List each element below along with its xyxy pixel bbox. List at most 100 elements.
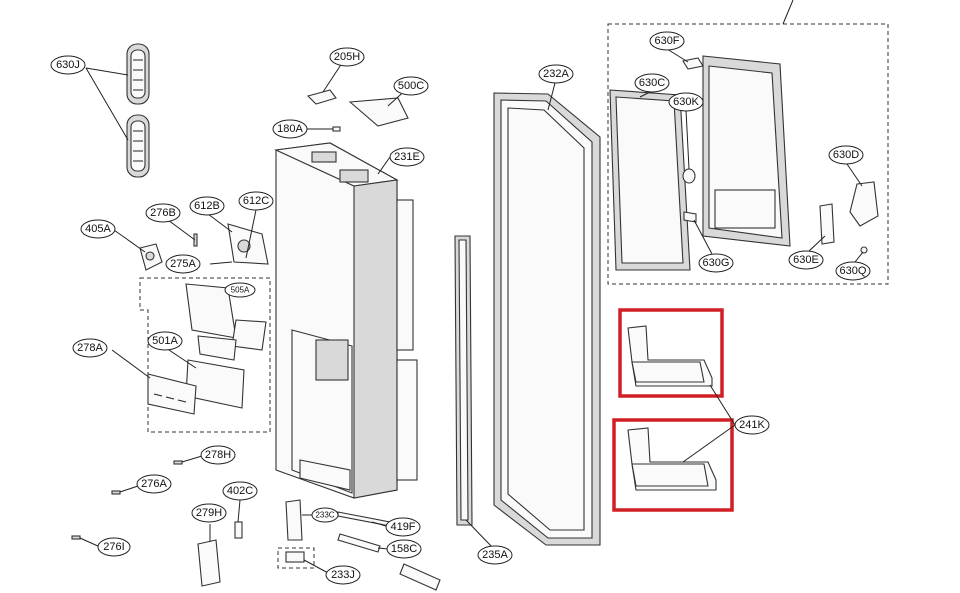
- svg-text:630F: 630F: [654, 35, 679, 47]
- callout-630K: 630K: [668, 92, 704, 112]
- door-handle-top: [126, 43, 150, 105]
- svg-text:402C: 402C: [227, 485, 253, 497]
- callout-630E: 630E: [788, 250, 824, 270]
- callout-279H: 279H: [191, 503, 227, 523]
- strip-bottom: [399, 563, 441, 591]
- dispenser-lever: [231, 319, 267, 351]
- clip-402c: [234, 521, 243, 539]
- callout-276B: 276B: [145, 203, 181, 223]
- callout-158C: 158C: [386, 539, 422, 559]
- svg-text:630Q: 630Q: [840, 265, 867, 277]
- svg-text:405A: 405A: [85, 223, 111, 235]
- part-233c: [285, 499, 303, 541]
- svg-text:278H: 278H: [205, 449, 231, 461]
- door-handle-bottom: [126, 114, 150, 178]
- cover-205h: [306, 89, 337, 105]
- svg-text:419F: 419F: [390, 521, 415, 533]
- svg-text:630G: 630G: [703, 257, 730, 269]
- callout-630Q: 630Q: [835, 261, 871, 281]
- highlight-box-top: [618, 308, 724, 398]
- clip-630g: [683, 211, 697, 223]
- svg-text:276A: 276A: [141, 478, 167, 490]
- pin-276i: [71, 535, 81, 540]
- callout-278H: 278H: [200, 445, 236, 465]
- callout-405A: 405A: [80, 219, 116, 239]
- callout-630F: 630F: [649, 31, 685, 51]
- callout-276I: 276I: [97, 537, 131, 557]
- callout-612B: 612B: [189, 196, 225, 216]
- svg-text:180A: 180A: [277, 123, 303, 135]
- bracket-630e: [819, 203, 835, 245]
- door-bin-top: [627, 325, 713, 387]
- svg-text:278A: 278A: [77, 342, 103, 354]
- callout-419F: 419F: [385, 517, 421, 537]
- svg-text:276I: 276I: [103, 541, 124, 553]
- door-liner-frame: [609, 89, 691, 271]
- callout-276A: 276A: [136, 474, 172, 494]
- svg-text:241K: 241K: [739, 419, 765, 431]
- strip-158c: [337, 533, 381, 553]
- vertical-strip: [454, 235, 473, 526]
- main-door-assembly: [274, 142, 418, 499]
- callout-241K: 241K: [734, 415, 770, 435]
- svg-text:630E: 630E: [793, 254, 819, 266]
- display-278a: [147, 373, 197, 415]
- part-405a: [139, 243, 163, 271]
- callout-630G: 630G: [698, 253, 734, 273]
- door-liner-panel: [702, 55, 791, 247]
- callout-501A: 501A: [147, 331, 183, 351]
- callout-630J: 630J: [50, 55, 86, 75]
- svg-text:232A: 232A: [543, 68, 569, 80]
- pin-276a: [111, 490, 121, 495]
- callout-402C: 402C: [222, 481, 258, 501]
- svg-text:630C: 630C: [639, 77, 665, 89]
- dispenser-group-box: [139, 277, 271, 433]
- callout-275A: 275A: [165, 254, 201, 274]
- screw-630q: [860, 246, 868, 254]
- clip-630f: [682, 57, 704, 70]
- svg-text:630K: 630K: [673, 96, 699, 108]
- svg-text:158C: 158C: [391, 543, 417, 555]
- callout-233C: 233C: [311, 507, 339, 523]
- door-gasket: [493, 92, 601, 546]
- door-bin-bottom: [627, 427, 717, 491]
- pin-278h: [173, 460, 183, 465]
- door-liner-group-box: [607, 23, 889, 285]
- clip-180a: [332, 126, 341, 132]
- svg-text:276B: 276B: [150, 207, 176, 219]
- strip-419f: [337, 511, 391, 527]
- part-612b: [227, 223, 269, 265]
- callout-612C: 612C: [238, 191, 274, 211]
- svg-text:231E: 231E: [394, 151, 420, 163]
- svg-text:505A: 505A: [231, 286, 250, 295]
- svg-text:630J: 630J: [56, 59, 80, 71]
- svg-text:233J: 233J: [331, 569, 355, 581]
- svg-text:630D: 630D: [833, 149, 859, 161]
- svg-text:501A: 501A: [152, 335, 178, 347]
- hinge-630d: [849, 181, 879, 227]
- svg-text:235A: 235A: [482, 549, 508, 561]
- dispenser-body: [197, 335, 237, 361]
- svg-text:233C: 233C: [315, 511, 334, 520]
- pin-276b: [193, 233, 198, 247]
- small-group-box: [277, 547, 315, 569]
- svg-text:205H: 205H: [334, 51, 360, 63]
- callout-205H: 205H: [329, 47, 365, 67]
- callout-233J: 233J: [325, 565, 361, 585]
- callout-500C: 500C: [393, 76, 429, 96]
- svg-text:279H: 279H: [196, 507, 222, 519]
- svg-text:612C: 612C: [243, 195, 269, 207]
- part-279h: [197, 539, 221, 587]
- highlight-box-bottom: [612, 418, 734, 512]
- callout-180A: 180A: [272, 119, 308, 139]
- part-233j: [285, 551, 305, 563]
- svg-text:500C: 500C: [398, 80, 424, 92]
- callout-505A: 505A: [224, 282, 256, 298]
- knob-630k: [682, 168, 696, 184]
- callout-232A: 232A: [538, 64, 574, 84]
- callout-235A: 235A: [477, 545, 513, 565]
- svg-text:275A: 275A: [170, 258, 196, 270]
- callout-278A: 278A: [72, 338, 108, 358]
- callout-630D: 630D: [828, 145, 864, 165]
- cover-500c: [348, 97, 409, 127]
